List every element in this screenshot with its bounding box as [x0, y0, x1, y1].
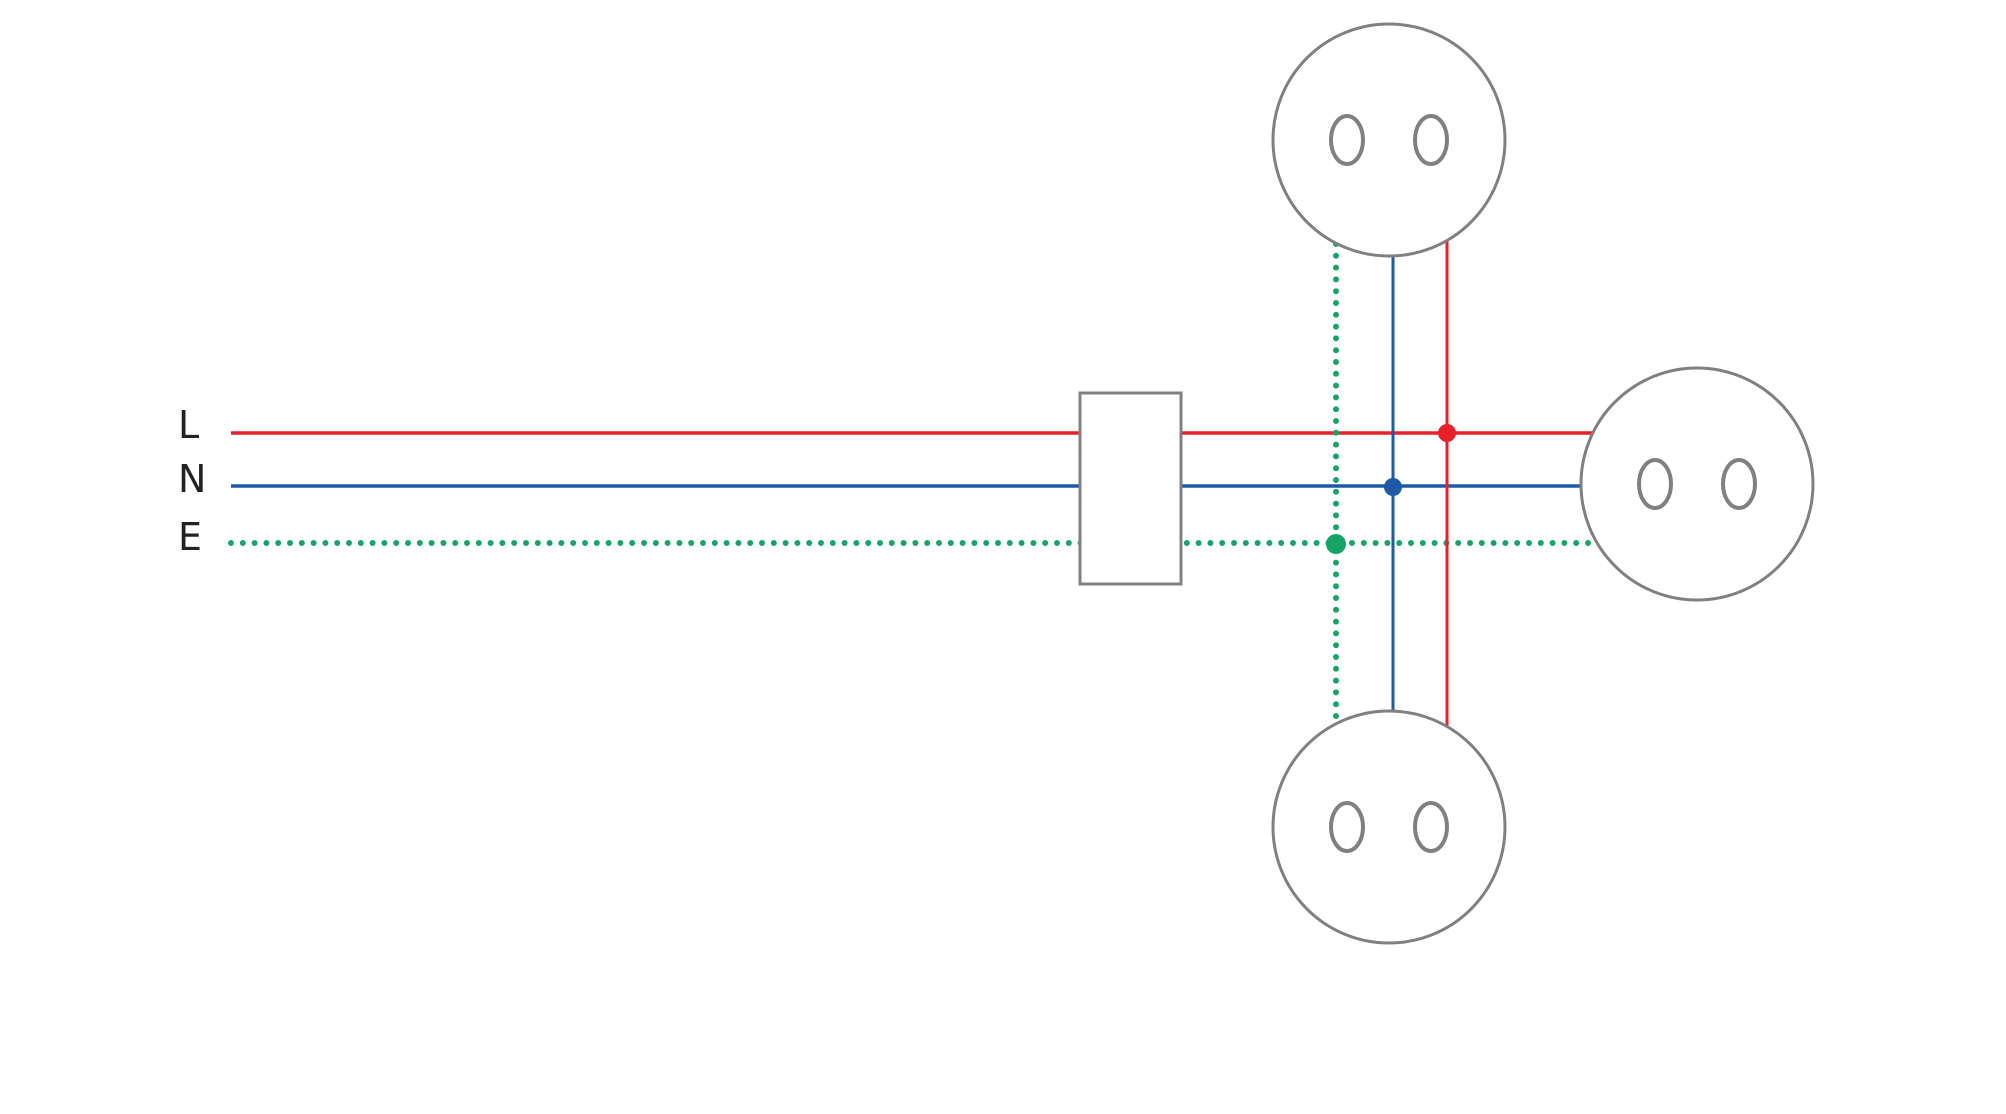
socket-hole	[1329, 114, 1365, 166]
socket-bottom	[1271, 709, 1507, 945]
earth-junction-dot	[1326, 534, 1346, 554]
neutral-junction-dot	[1384, 478, 1402, 496]
live-junction-dot	[1438, 424, 1456, 442]
socket-hole	[1329, 801, 1365, 853]
junction-box	[1078, 391, 1183, 586]
socket-hole	[1721, 458, 1757, 510]
socket-hole	[1637, 458, 1673, 510]
socket-hole	[1413, 801, 1449, 853]
socket-top	[1271, 22, 1507, 258]
socket-hole	[1413, 114, 1449, 166]
socket-right	[1579, 366, 1815, 602]
label-live: L	[178, 403, 199, 447]
label-neutral: N	[178, 457, 206, 501]
label-earth: E	[178, 515, 202, 559]
